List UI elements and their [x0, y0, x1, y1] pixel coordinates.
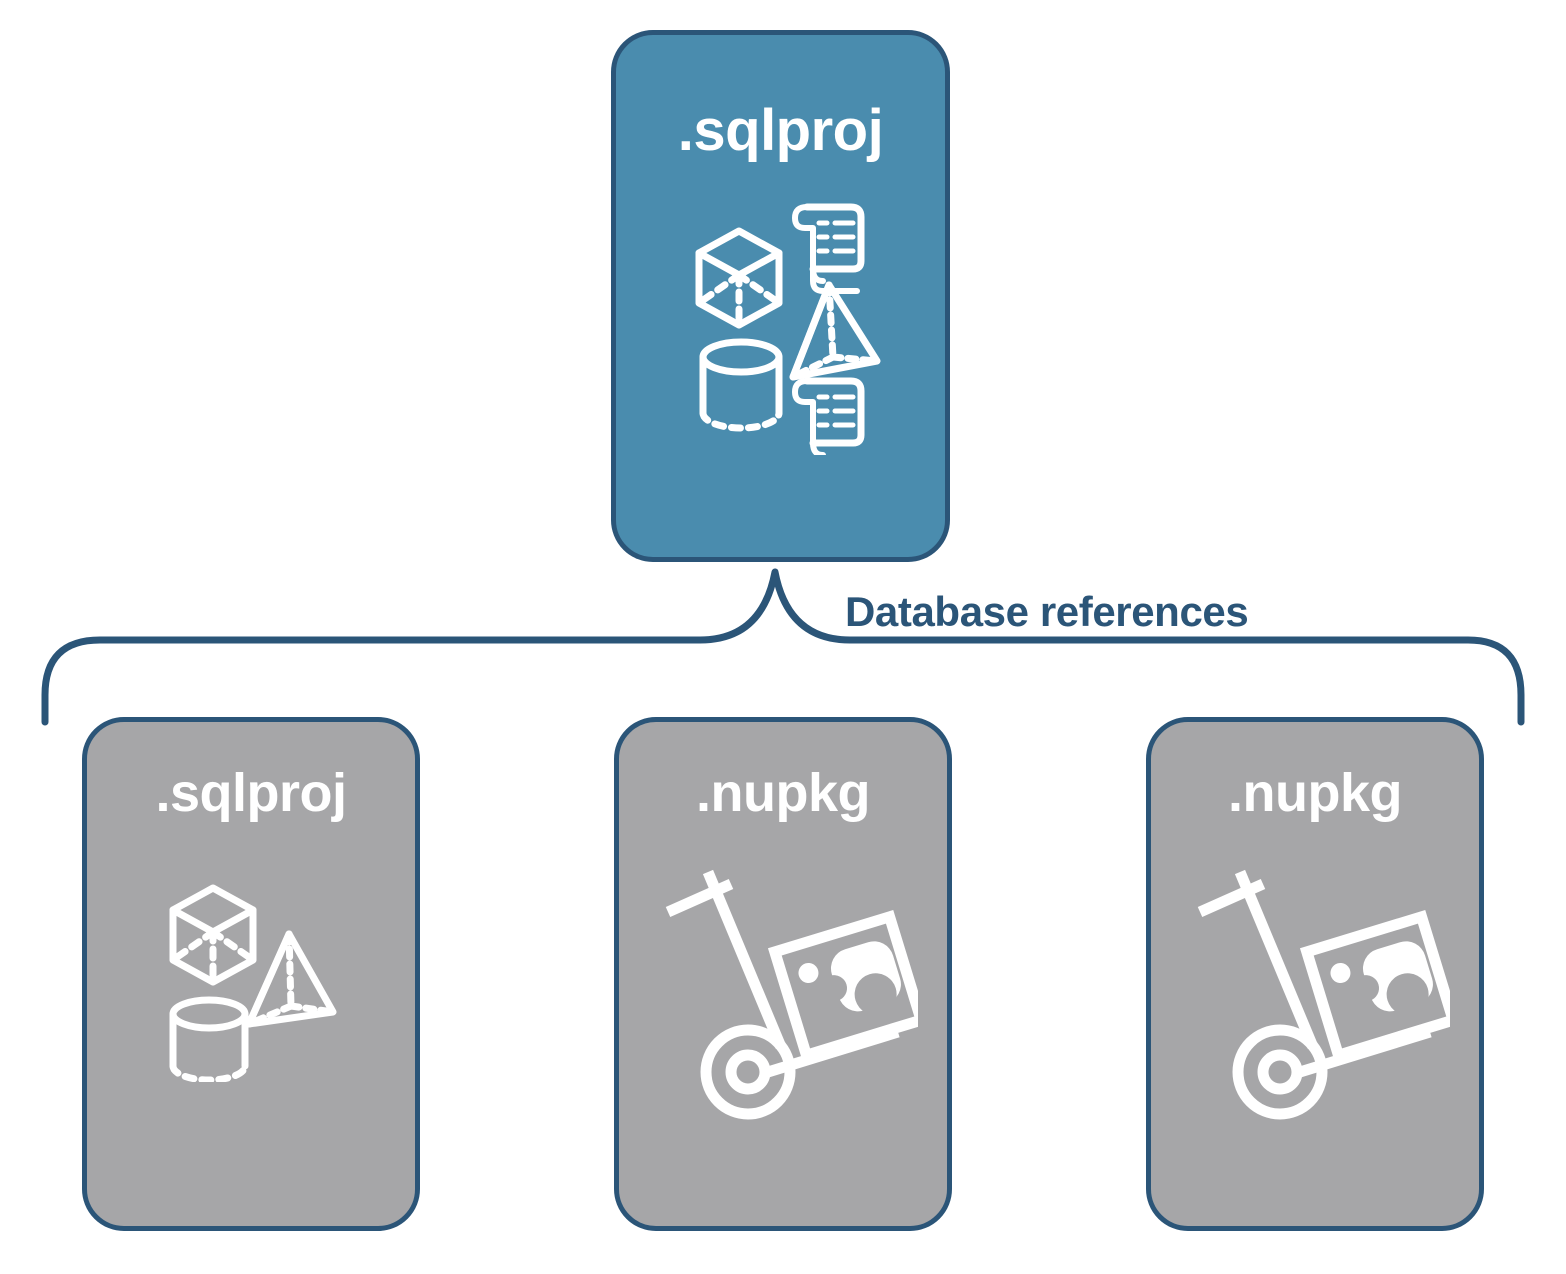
cylinder-icon — [699, 338, 782, 432]
hand-truck-icon — [1197, 869, 1432, 1120]
reference-card-title: .sqlproj — [155, 763, 347, 823]
database-references-bracket — [0, 560, 1566, 740]
reference-card-sqlproj[interactable]: .sqlproj — [82, 717, 420, 1231]
reference-card-nupkg-2[interactable]: .nupkg — [1146, 717, 1484, 1231]
reference-card-icon-group — [1151, 862, 1479, 1122]
reference-card-nupkg-1[interactable]: .nupkg — [614, 717, 952, 1231]
root-card-sqlproj[interactable]: .sqlproj — [611, 30, 950, 562]
root-card-icon-group — [616, 185, 945, 455]
nuget-package-icon — [767, 909, 918, 1063]
root-card-title: .sqlproj — [677, 98, 884, 163]
reference-card-icon-group — [87, 872, 415, 1082]
pyramid-icon — [789, 281, 880, 381]
reference-card-title: .nupkg — [1228, 763, 1402, 823]
scroll-icon — [791, 203, 864, 294]
cylinder-icon — [169, 996, 249, 1082]
bracket-label-database-references: Database references — [845, 588, 1249, 635]
cube-icon — [695, 227, 782, 329]
reference-card-icon-group — [619, 862, 947, 1122]
reference-card-title: .nupkg — [696, 763, 870, 823]
pyramid-icon — [245, 930, 337, 1028]
nuget-package-icon — [1299, 909, 1450, 1063]
cube-icon — [169, 884, 257, 986]
scroll-icon — [791, 377, 864, 455]
